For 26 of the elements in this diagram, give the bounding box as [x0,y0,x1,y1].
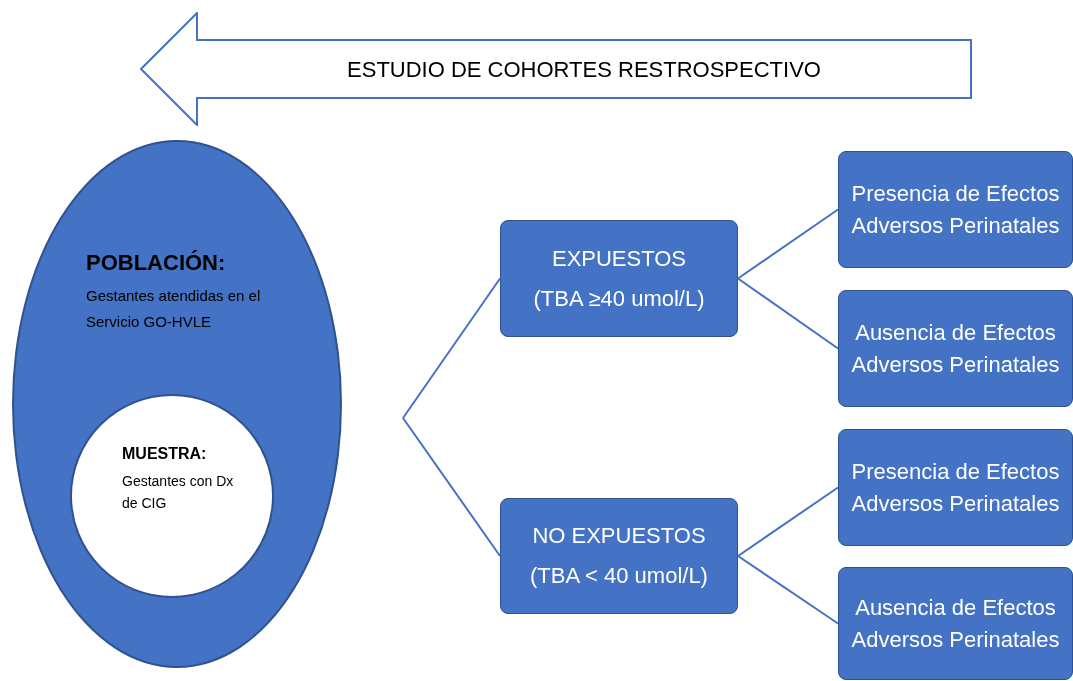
circle-description: Gestantes con Dx de CIG [122,472,235,513]
connector-line [402,417,501,557]
ellipse-description: Gestantes atendidas en el Servicio GO-HVLE [86,286,262,332]
ellipse-heading: POBLACIÓN: [86,249,227,277]
process-box [838,290,1073,407]
process-box [500,498,738,614]
box-text: NO EXPUESTOS [532,522,706,550]
box-text: (TBA < 40 umol/L) [530,562,708,590]
arrow-label: ESTUDIO DE COHORTES RESTROSPECTIVO [347,55,821,84]
process-box [838,567,1073,680]
box-text: (TBA ≥40 umol/L) [533,284,705,313]
box-text: Presencia de Efectos Adversos Perinatales [850,457,1061,518]
block-arrow [140,12,972,126]
process-box [838,151,1073,268]
connector-line [737,555,839,625]
box-text: Ausencia de Efectos Adversos Perinatales [850,593,1061,654]
connector-line [402,277,501,419]
box-text: EXPUESTOS [551,244,687,273]
box-text: Presencia de Efectos Adversos Perinatales [850,179,1061,240]
connector-line [737,277,839,350]
box-text: Ausencia de Efectos Adversos Perinatales [850,318,1061,379]
connector-line [737,208,839,280]
circle-heading: MUESTRA: [122,444,208,464]
process-box [500,220,738,337]
connector-line [737,486,839,557]
process-box [838,429,1073,546]
